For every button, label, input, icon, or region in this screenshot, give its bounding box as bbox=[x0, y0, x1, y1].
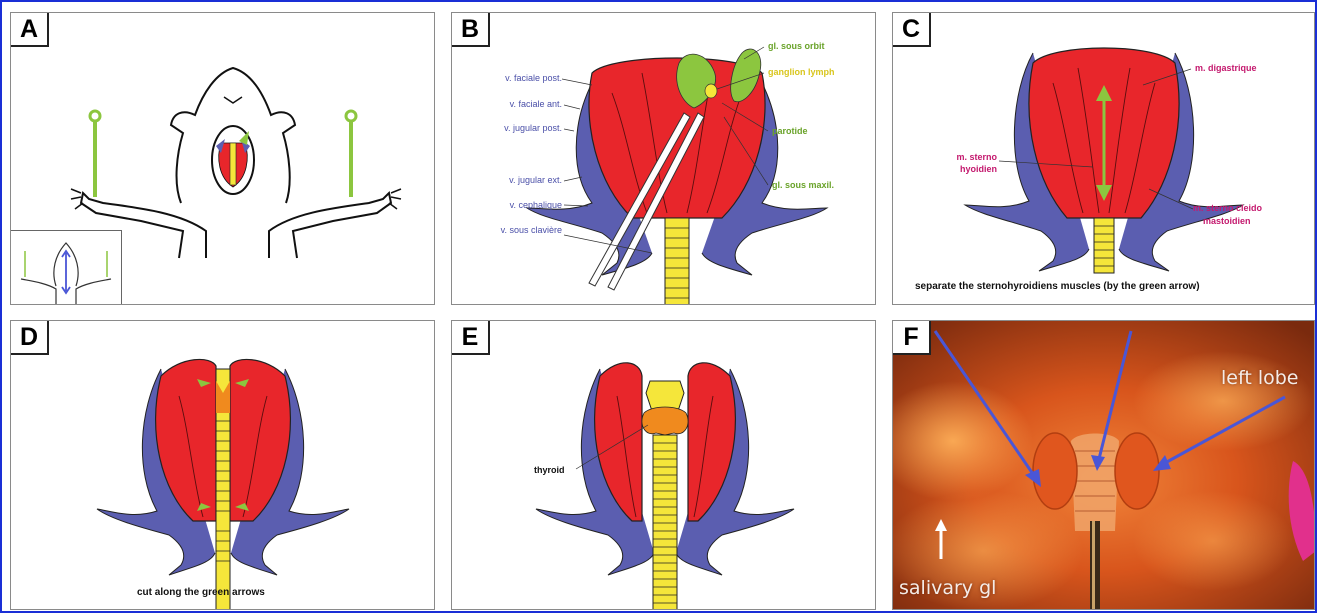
caption-d: cut along the green arrows bbox=[137, 587, 265, 598]
panel-b-letter: B bbox=[452, 13, 490, 47]
label-jugular-post: v. jugular post. bbox=[504, 123, 562, 133]
surgical-photo bbox=[893, 321, 1315, 610]
label-jugular-ext: v. jugular ext. bbox=[509, 175, 562, 185]
label-faciale-post: v. faciale post. bbox=[505, 73, 562, 83]
label-salivary-gl: salivary gl bbox=[899, 577, 996, 599]
panel-f-letter: F bbox=[893, 321, 931, 355]
caption-c: separate the sternohyroidiens muscles (b… bbox=[915, 281, 1200, 292]
label-digastrique: m. digastrique bbox=[1195, 63, 1257, 73]
label-sous-maxil: gl. sous maxil. bbox=[772, 180, 834, 190]
neck-anatomy-c: m. digastrique m. sterno hyoidien m. ste… bbox=[893, 13, 1315, 305]
panel-a-letter: A bbox=[11, 13, 49, 47]
neck-anatomy-d bbox=[11, 321, 435, 610]
label-cleido-2: mastoidien bbox=[1203, 216, 1251, 226]
label-left-lobe: left lobe bbox=[1221, 367, 1298, 389]
label-sterno-hyoidien-2: hyoidien bbox=[960, 164, 997, 174]
panel-c-letter: C bbox=[893, 13, 931, 47]
inset-diagram bbox=[11, 230, 122, 305]
panel-d: D cut along the green arrows bbox=[10, 320, 435, 610]
label-ganglion: ganglion lymph bbox=[768, 67, 835, 77]
panel-a: A bbox=[10, 12, 435, 305]
label-cleido-1: m. sterno cleido bbox=[1193, 203, 1263, 213]
panel-f: F left lobe salivary gl bbox=[892, 320, 1315, 610]
label-parotide: parotide bbox=[772, 126, 808, 136]
label-sous-claviere: v. sous clavière bbox=[501, 225, 562, 235]
label-sous-orbit: gl. sous orbit bbox=[768, 41, 825, 51]
green-pin-icon-left bbox=[90, 111, 100, 121]
neck-anatomy-b: v. faciale post. v. faciale ant. v. jugu… bbox=[452, 13, 876, 305]
panel-c: C m. digastrique m. sterno hyoidien m. s… bbox=[892, 12, 1315, 305]
neck-anatomy-e: thyroid bbox=[452, 321, 876, 610]
label-thyroid: thyroid bbox=[534, 465, 565, 475]
label-sterno-hyoidien-1: m. sterno bbox=[956, 152, 997, 162]
panel-d-letter: D bbox=[11, 321, 49, 355]
panel-e-letter: E bbox=[452, 321, 490, 355]
panel-b: B v. faciale post. v. faciale ant. v. ju… bbox=[451, 12, 876, 305]
inset-mouse bbox=[11, 231, 121, 305]
green-pin-icon-right bbox=[346, 111, 356, 121]
panel-e: E thyroid bbox=[451, 320, 876, 610]
label-faciale-ant: v. faciale ant. bbox=[510, 99, 562, 109]
label-cephalique: v. cephalique bbox=[510, 200, 562, 210]
